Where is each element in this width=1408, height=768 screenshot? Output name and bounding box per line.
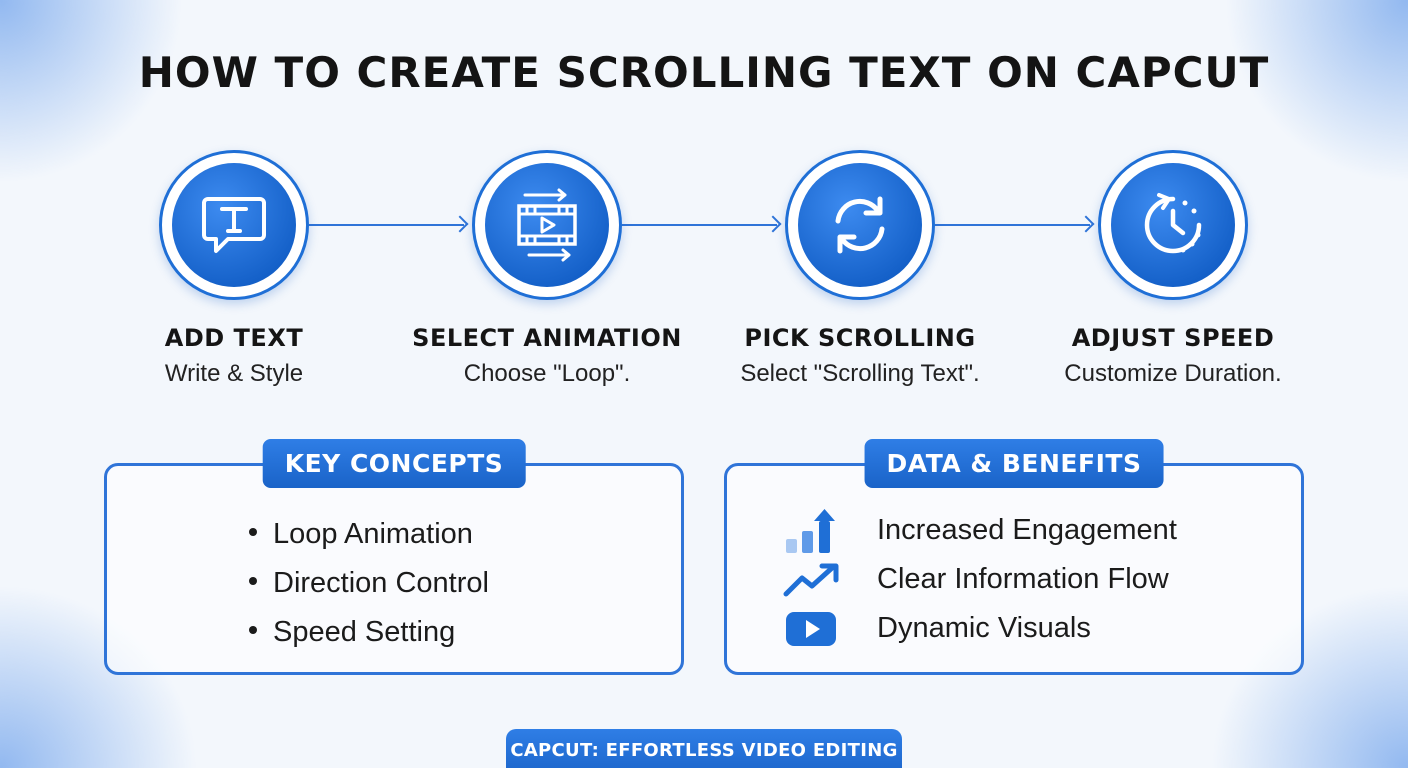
- benefit-text: Increased Engagement: [877, 514, 1177, 546]
- video-play-icon: [786, 611, 836, 646]
- step-add-text: ADD TEXT Write & Style: [69, 150, 399, 388]
- data-benefits-panel: DATA & BENEFITS Increased Engagement Cle: [724, 439, 1304, 675]
- step-adjust-speed: ADJUST SPEED Customize Duration.: [1008, 150, 1338, 388]
- connector-arrow: [935, 224, 1090, 226]
- step-pick-scrolling: PICK SCROLLING Select "Scrolling Text".: [695, 150, 1025, 388]
- step-subtitle: Write & Style: [164, 360, 304, 387]
- bullet-icon: [249, 577, 257, 586]
- trend-up-icon: [783, 563, 839, 596]
- clock-speed-icon: [1144, 193, 1202, 254]
- step-title: PICK SCROLLING: [744, 324, 976, 352]
- list-item: Increased Engagement: [782, 506, 1177, 555]
- film-animation-icon: [517, 188, 577, 262]
- steps-flow: ADD TEXT Write & Style SELECT ANIMATION …: [0, 150, 1408, 410]
- step-title: ADD TEXT: [164, 324, 304, 352]
- step-subtitle: Customize Duration.: [1064, 360, 1282, 387]
- key-concepts-badge: KEY CONCEPTS: [262, 439, 526, 488]
- text-bubble-icon: [202, 197, 266, 253]
- step-subtitle: Select "Scrolling Text".: [740, 360, 980, 387]
- step-title: SELECT ANIMATION: [412, 324, 682, 352]
- concept-list: Loop Animation Direction Control Speed S…: [249, 518, 489, 665]
- benefit-text: Dynamic Visuals: [877, 612, 1091, 644]
- benefit-list: Increased Engagement Clear Information F…: [782, 506, 1177, 653]
- benefit-text: Clear Information Flow: [877, 563, 1169, 595]
- list-item: Direction Control: [249, 567, 489, 616]
- bar-chart-up-icon: [786, 508, 835, 553]
- refresh-cycle-icon: [835, 196, 885, 254]
- connector-arrow: [309, 224, 464, 226]
- key-concepts-panel: KEY CONCEPTS Loop Animation Direction Co…: [104, 439, 684, 675]
- page-title: HOW TO CREATE SCROLLING TEXT ON CAPCUT: [138, 48, 1270, 97]
- step-subtitle: Choose "Loop".: [463, 360, 631, 387]
- footer-banner: CAPCUT: EFFORTLESS VIDEO EDITING: [506, 729, 902, 768]
- list-item: Dynamic Visuals: [782, 604, 1177, 653]
- step-title: ADJUST SPEED: [1071, 324, 1275, 352]
- step-select-animation: SELECT ANIMATION Choose "Loop".: [382, 150, 712, 388]
- bullet-icon: [249, 528, 257, 537]
- data-benefits-badge: DATA & BENEFITS: [864, 439, 1164, 488]
- list-item: Speed Setting: [249, 616, 489, 665]
- bullet-icon: [249, 626, 257, 635]
- list-item: Clear Information Flow: [782, 555, 1177, 604]
- list-item: Loop Animation: [249, 518, 489, 567]
- connector-arrow: [622, 224, 777, 226]
